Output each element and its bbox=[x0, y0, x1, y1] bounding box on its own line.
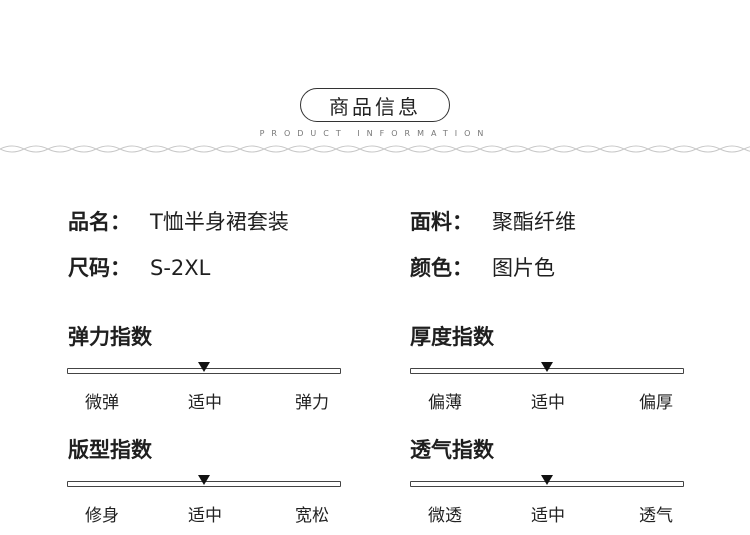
tick-breathability-left: 微透 bbox=[428, 506, 462, 526]
spec-color-value: 图片色 bbox=[492, 256, 555, 280]
slider-pointer-fit bbox=[198, 475, 210, 485]
slider-pointer-breathability bbox=[541, 475, 553, 485]
index-title-thickness: 厚度指数 bbox=[410, 325, 494, 349]
tick-elasticity-mid: 适中 bbox=[188, 393, 222, 413]
index-title-fit: 版型指数 bbox=[68, 438, 152, 462]
tick-thickness-mid: 适中 bbox=[531, 393, 565, 413]
spec-color: 颜色： 图片色 bbox=[410, 252, 555, 282]
spec-color-label: 颜色： bbox=[410, 256, 473, 280]
section-subtitle: PRODUCT INFORMATION bbox=[259, 129, 491, 138]
index-title-breathability: 透气指数 bbox=[410, 438, 494, 462]
spec-material: 面料： 聚酯纤维 bbox=[410, 206, 576, 236]
tick-thickness-left: 偏薄 bbox=[428, 393, 462, 413]
tick-thickness-right: 偏厚 bbox=[639, 393, 673, 413]
spec-name-value: T恤半身裙套装 bbox=[150, 210, 289, 234]
section-title-text: 商品信息 bbox=[329, 94, 421, 119]
spec-material-label: 面料： bbox=[410, 210, 473, 234]
spec-material-value: 聚酯纤维 bbox=[492, 210, 576, 234]
spec-size: 尺码： S-2XL bbox=[68, 252, 210, 282]
slider-pointer-thickness bbox=[541, 362, 553, 372]
spec-size-value: S-2XL bbox=[150, 256, 211, 280]
tick-fit-right: 宽松 bbox=[295, 506, 329, 526]
section-title: 商品信息 bbox=[300, 88, 450, 122]
spec-name: 品名： T恤半身裙套装 bbox=[68, 206, 289, 236]
index-title-elasticity: 弹力指数 bbox=[68, 325, 152, 349]
tick-fit-mid: 适中 bbox=[188, 506, 222, 526]
slider-pointer-elasticity bbox=[198, 362, 210, 372]
wave-divider bbox=[0, 145, 750, 153]
tick-breathability-right: 透气 bbox=[639, 506, 673, 526]
tick-elasticity-right: 弹力 bbox=[295, 393, 329, 413]
spec-name-label: 品名： bbox=[68, 210, 131, 234]
tick-elasticity-left: 微弹 bbox=[85, 393, 119, 413]
tick-breathability-mid: 适中 bbox=[531, 506, 565, 526]
tick-fit-left: 修身 bbox=[85, 506, 119, 526]
spec-size-label: 尺码： bbox=[68, 256, 131, 280]
